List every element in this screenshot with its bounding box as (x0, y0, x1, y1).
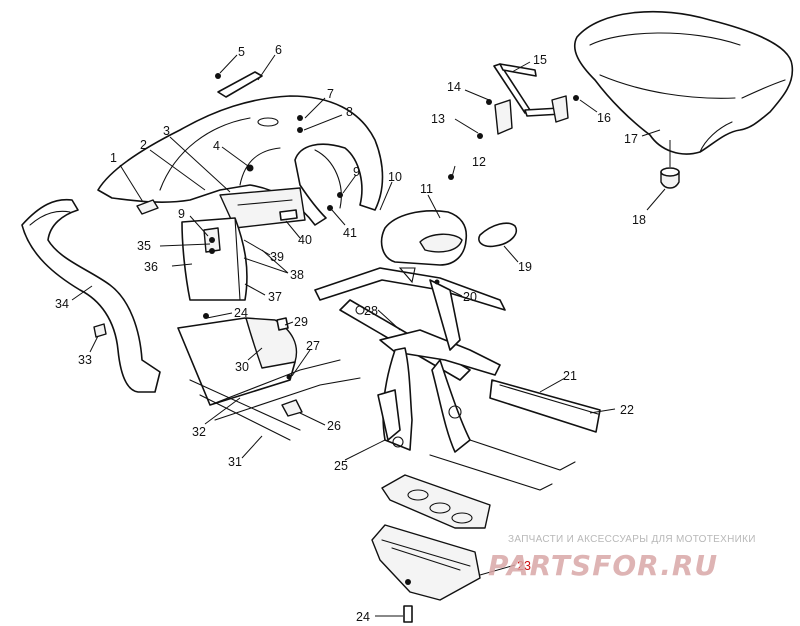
callout-24-footwell: 24 (234, 306, 248, 320)
callout-18: 18 (632, 213, 646, 227)
left-footrest (21, 198, 161, 393)
left-footwell (177, 313, 361, 441)
callout-33: 33 (78, 353, 92, 367)
callout-28: 28 (364, 304, 378, 318)
callout-23: 23 (517, 559, 531, 573)
callout-2: 2 (140, 138, 147, 152)
callout-9-fender: 9 (178, 207, 185, 221)
callout-27: 27 (306, 339, 320, 353)
fender-hardware (136, 71, 343, 215)
callout-16: 16 (597, 111, 611, 125)
callout-21: 21 (563, 369, 577, 383)
callout-41: 41 (343, 226, 357, 240)
callout-13: 13 (431, 112, 445, 126)
callout-12: 12 (472, 155, 486, 169)
callout-14: 14 (447, 80, 461, 94)
callout-24-bottom: 24 (356, 610, 370, 624)
callout-34: 34 (55, 297, 69, 311)
seat-bumper (660, 140, 680, 189)
callout-32: 32 (192, 425, 206, 439)
left-side-panel (181, 217, 248, 301)
watermark-caption: ЗАПЧАСТИ И АКСЕССУАРЫ ДЛЯ МОТОТЕХНИКИ (508, 534, 756, 545)
callout-11: 11 (420, 182, 433, 196)
callout-19: 19 (518, 260, 532, 274)
callout-4: 4 (213, 139, 220, 153)
callout-20: 20 (463, 290, 477, 304)
callout-38: 38 (290, 268, 304, 282)
callout-29: 29 (294, 315, 308, 329)
callout-7: 7 (327, 87, 334, 101)
callout-6: 6 (275, 43, 282, 57)
callout-8: 8 (346, 105, 353, 119)
callout-1: 1 (110, 151, 117, 165)
callout-10: 10 (388, 170, 402, 184)
callout-36: 36 (144, 260, 158, 274)
watermark: ЗАПЧАСТИ И АКСЕССУАРЫ ДЛЯ МОТОТЕХНИКИ PA… (488, 534, 756, 582)
seat-front-pad (380, 174, 517, 266)
callout-35: 35 (137, 239, 151, 253)
frame (314, 267, 601, 491)
fender-storage-box (219, 187, 306, 229)
seat (573, 10, 794, 155)
skid-plate-lower (371, 524, 481, 623)
callout-31: 31 (228, 455, 242, 469)
callout-37: 37 (268, 290, 282, 304)
callout-22: 22 (620, 403, 634, 417)
callout-5: 5 (238, 45, 245, 59)
callout-17: 17 (624, 132, 638, 146)
leader-lines (71, 54, 666, 617)
callout-9-rear: 9 (353, 165, 360, 179)
callout-39: 39 (270, 250, 284, 264)
callout-30: 30 (235, 360, 249, 374)
seat-latch (477, 63, 579, 139)
callout-25: 25 (334, 459, 348, 473)
watermark-logo: PARTSFOR.RU (488, 549, 718, 582)
callout-15: 15 (533, 53, 547, 67)
callout-labels: 1 2 3 4 5 6 7 8 9 9 10 11 12 13 14 15 16… (55, 43, 646, 624)
callout-40: 40 (298, 233, 312, 247)
callout-3: 3 (163, 124, 170, 138)
skid-plate-upper (381, 474, 491, 529)
callout-26: 26 (327, 419, 341, 433)
